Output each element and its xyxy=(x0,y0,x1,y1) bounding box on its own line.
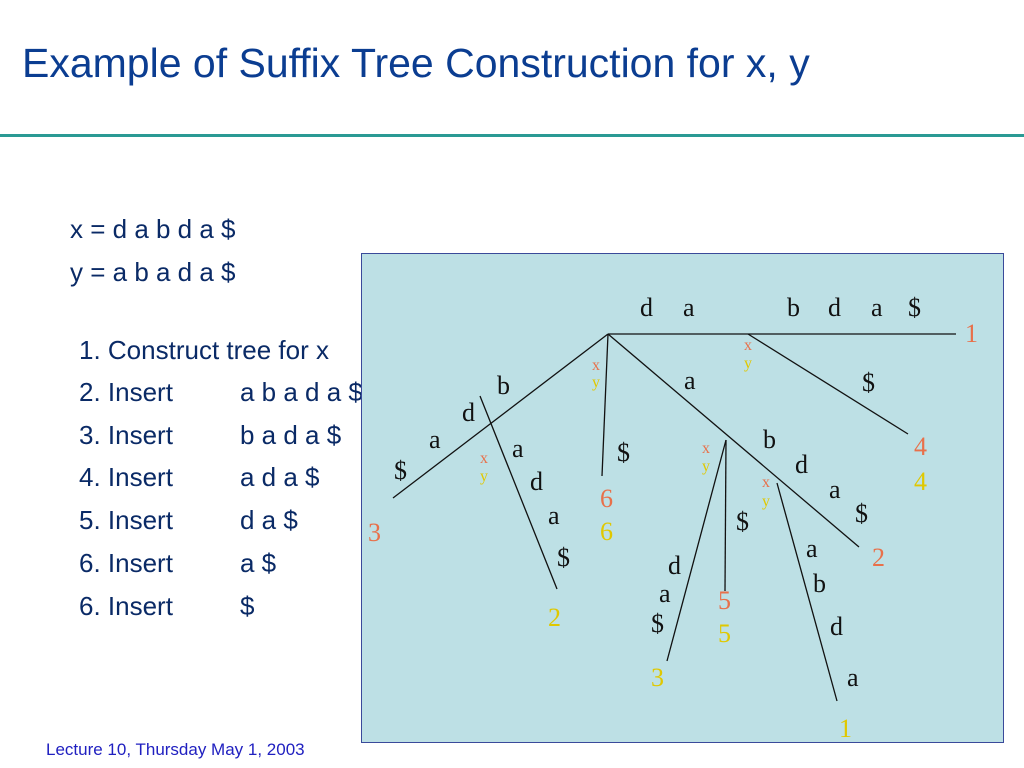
edge-label: b xyxy=(787,293,800,322)
node-tag-x: x xyxy=(702,440,710,457)
edge-label: b xyxy=(497,371,510,400)
edge-label: $ xyxy=(908,293,921,322)
edge-label: a xyxy=(806,534,818,563)
edge-label: a xyxy=(429,425,441,454)
step-prefix: 3. Insert xyxy=(79,420,173,450)
step-arg: a d a $ xyxy=(240,462,320,492)
leaf-label-y: 5 xyxy=(718,619,731,648)
leaf-label-x: 5 xyxy=(718,586,731,615)
slide-title: Example of Suffix Tree Construction for … xyxy=(22,40,810,86)
step-1: 1. Construct tree for x xyxy=(79,335,329,366)
leaf-label-x: 4 xyxy=(914,432,927,461)
step-arg: d a $ xyxy=(240,505,298,535)
edge-label: a xyxy=(512,434,524,463)
tree-edge xyxy=(776,482,838,702)
leaf-label-x: 3 xyxy=(368,518,381,547)
edge-label: a xyxy=(829,475,841,504)
edge-label: $ xyxy=(736,507,749,536)
leaf-label-y: 1 xyxy=(839,714,852,742)
step-arg: $ xyxy=(240,591,255,621)
node-tag-x: x xyxy=(480,450,488,467)
leaf-label-x: 1 xyxy=(965,319,978,348)
step-prefix: 4. Insert xyxy=(79,462,173,492)
leaf-label-x: 2 xyxy=(872,543,885,572)
step-prefix: 5. Insert xyxy=(79,505,173,535)
node-tag-y: y xyxy=(744,355,752,372)
step-arg: b a d a $ xyxy=(240,420,342,450)
edge-label: $ xyxy=(855,499,868,528)
edge-label: b xyxy=(763,425,776,454)
leaf-label-y: 2 xyxy=(548,603,561,632)
step-5: 5. Insert d a $ xyxy=(79,505,298,536)
step-2: 2. Insert a b a d a $ xyxy=(79,377,363,408)
edge-label: d xyxy=(668,551,681,580)
tree-edge xyxy=(666,439,727,662)
tree-edge xyxy=(724,439,727,592)
edge-label: d xyxy=(830,612,843,641)
node-tag-y: y xyxy=(480,468,488,485)
edge-label: a xyxy=(871,293,883,322)
edge-label: $ xyxy=(617,438,630,467)
step-arg: a $ xyxy=(240,548,277,578)
step-prefix: 1. Construct tree for x xyxy=(79,335,329,365)
edge-label: d xyxy=(530,467,543,496)
edge-label: $ xyxy=(557,543,570,572)
step-4: 4. Insert a d a $ xyxy=(79,462,320,493)
edge-label: d xyxy=(462,398,475,427)
step-7: 6. Insert $ xyxy=(79,591,254,622)
step-prefix: 6. Insert xyxy=(79,591,173,621)
edge-label: d xyxy=(640,293,653,322)
edge-label: $ xyxy=(862,368,875,397)
tree-edge xyxy=(601,333,609,477)
edge-label: d xyxy=(795,450,808,479)
node-tag-x: x xyxy=(762,474,770,491)
tree-edge xyxy=(747,333,909,435)
step-prefix: 2. Insert xyxy=(79,377,173,407)
node-tag-x: x xyxy=(744,337,752,354)
title-divider xyxy=(0,134,1024,137)
edge-label: b xyxy=(813,569,826,598)
edge-label: $ xyxy=(394,456,407,485)
edge-label: a xyxy=(659,579,671,608)
edge-label: a xyxy=(683,293,695,322)
node-tag-y: y xyxy=(702,458,710,475)
leaf-label-y: 4 xyxy=(914,467,927,496)
edge-label: d xyxy=(828,293,841,322)
node-tag-y: y xyxy=(762,493,770,510)
node-tag-x: x xyxy=(592,357,600,374)
edge-label: a xyxy=(847,663,859,692)
edge-label: $ xyxy=(651,609,664,638)
step-3: 3. Insert b a d a $ xyxy=(79,420,341,451)
step-6: 6. Insert a $ xyxy=(79,548,276,579)
edge-label: a xyxy=(684,366,696,395)
edge-label: a xyxy=(548,501,560,530)
suffix-tree-diagram: d a b d a $ b d a $ a d a $ $ a b d a $ … xyxy=(368,293,978,742)
slide-footer: Lecture 10, Thursday May 1, 2003 xyxy=(46,740,305,759)
leaf-label-y: 6 xyxy=(600,517,613,546)
leaf-label-y: 3 xyxy=(651,663,664,692)
step-arg: a b a d a $ xyxy=(240,377,363,407)
suffix-tree-panel: d a b d a $ b d a $ a d a $ $ a b d a $ … xyxy=(361,253,1004,743)
definition-y: y = a b a d a $ xyxy=(70,257,236,287)
tree-edge xyxy=(607,333,860,548)
step-prefix: 6. Insert xyxy=(79,548,173,578)
tree-edge xyxy=(392,333,609,499)
definition-x: x = d a b d a $ xyxy=(70,214,236,244)
leaf-label-x: 6 xyxy=(600,484,613,513)
node-tag-y: y xyxy=(592,374,600,391)
tree-edge xyxy=(479,395,558,590)
